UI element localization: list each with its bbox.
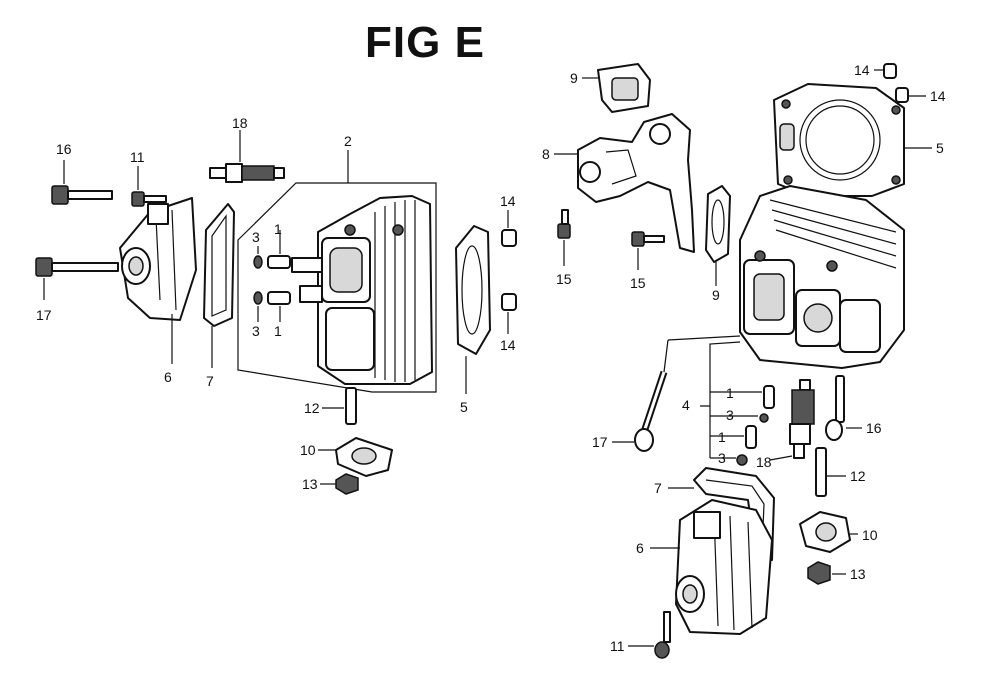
callout-1-left-bottom: 1 (274, 323, 282, 339)
cylinder-head-drawing (291, 195, 433, 385)
cylinder-head-group-outline (237, 150, 437, 393)
bolt-16-left-drawing (51, 160, 113, 205)
callout-3-right-bottom: 3 (718, 450, 726, 466)
callout-14-right-mid: 14 (930, 88, 946, 104)
callout-18-left: 18 (232, 115, 248, 131)
callout-labels: 18 2 16 11 14 3 1 17 3 1 14 6 7 5 12 10 … (36, 62, 946, 654)
callout-6-right: 6 (636, 540, 644, 556)
callout-2: 2 (344, 133, 352, 149)
callout-3-left-top: 3 (252, 229, 260, 245)
exhaust-gasket-top-drawing (597, 63, 651, 113)
head-gasket-right-drawing (773, 83, 905, 197)
callout-12-left: 12 (304, 400, 320, 416)
bolt-16-right-drawing (825, 375, 845, 441)
callout-9-top: 9 (570, 70, 578, 86)
head-cover-right-drawing (675, 499, 773, 635)
callout-17-right: 17 (592, 434, 608, 450)
callout-1-left-top: 1 (274, 221, 282, 237)
exhaust-parts-right-drawing (799, 447, 851, 585)
callout-5-left: 5 (460, 399, 468, 415)
callout-18-right: 18 (756, 454, 772, 470)
callout-15-left: 15 (556, 271, 572, 287)
exhaust-manifold-drawing (577, 113, 695, 253)
callout-15-right: 15 (630, 275, 646, 291)
callout-13-right: 13 (850, 566, 866, 582)
exhaust-parts-left-drawing (335, 387, 393, 495)
dowel-pins-left-drawing (253, 255, 291, 305)
pins-14-right-drawing (883, 63, 909, 103)
bolt-17-left-drawing (35, 257, 119, 300)
leader-lines (171, 69, 932, 647)
head-gasket-left-drawing (455, 225, 491, 394)
callout-11-left: 11 (130, 149, 145, 165)
callout-16-left: 16 (56, 141, 72, 157)
dowel-pins-right-drawing (700, 341, 775, 466)
exhaust-gasket-lower-drawing (705, 185, 731, 263)
callout-5-right: 5 (936, 140, 944, 156)
callout-16-right: 16 (866, 420, 882, 436)
bolts-15-right-drawing (557, 209, 665, 247)
callout-6-left: 6 (164, 369, 172, 385)
figure-title: FIG E (365, 18, 485, 67)
bolt-11-left-drawing (131, 166, 167, 207)
callout-7-right: 7 (654, 480, 662, 496)
callout-3-right-top: 3 (726, 407, 734, 423)
pins-14-left-drawing (501, 229, 517, 311)
spark-plug-left-drawing (209, 130, 285, 183)
head-cover-left-drawing (119, 197, 197, 321)
callout-1-right-bottom: 1 (718, 429, 726, 445)
callout-7-left: 7 (206, 373, 214, 389)
cylinder-head-right-drawing (739, 185, 905, 369)
cover-gasket-left-drawing (203, 203, 235, 327)
callout-4: 4 (682, 397, 690, 413)
callout-14-right-top: 14 (854, 62, 870, 78)
callout-12-right: 12 (850, 468, 866, 484)
callout-1-right-top: 1 (726, 385, 734, 401)
callout-10-left: 10 (300, 442, 316, 458)
callout-9-lower: 9 (712, 287, 720, 303)
callout-10-right: 10 (862, 527, 878, 543)
bolt-17-right-drawing (634, 335, 741, 452)
callout-14-left-top: 14 (500, 193, 516, 209)
callout-14-left-bottom: 14 (500, 337, 516, 353)
bolt-11-right-drawing (654, 611, 671, 659)
callout-13-left: 13 (302, 476, 318, 492)
callout-11-right: 11 (610, 638, 625, 654)
callout-8: 8 (542, 146, 550, 162)
spark-plug-right-drawing (789, 379, 815, 459)
callout-3-left-bottom: 3 (252, 323, 260, 339)
callout-17-left: 17 (36, 307, 52, 323)
